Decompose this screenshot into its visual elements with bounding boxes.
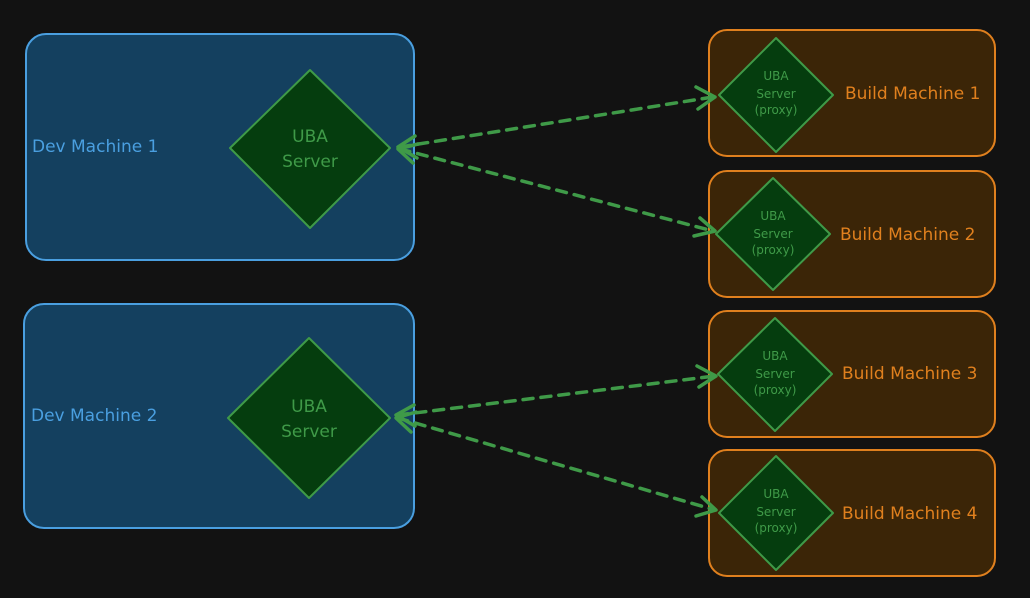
arrowhead-icon [694,85,717,111]
connection-line [396,416,717,512]
proxy-label-line2: Server [753,227,792,241]
uba-server-label-line2: Server [282,152,338,172]
arrowhead-icon [695,364,718,389]
connection-dev1-build1 [396,85,717,160]
dev-machine-1-uba-server: UBA Server [229,69,391,229]
uba-server-label-line1: UBA [291,397,327,417]
proxy-label-line1: UBA [763,487,789,501]
arrowhead-icon [394,403,417,428]
proxy-label-line3: (proxy) [755,103,798,117]
connection-dev1-build2 [396,142,717,238]
arrowhead-icon [692,216,717,238]
build-machine-3-label: Build Machine 3 [842,364,977,384]
uba-proxy-server-diamond [718,455,834,571]
uba-server-label-line1: UBA [292,127,328,147]
arrowhead-icon [396,134,419,160]
dev-machine-1: Dev Machine 1 UBA Server [25,33,415,261]
connection-dev2-build4 [394,410,718,518]
dev-machine-2-label: Dev Machine 2 [31,406,157,426]
proxy-label-line2: Server [755,367,794,381]
build-machine-1-proxy-server: UBA Server (proxy) [718,37,834,153]
connection-line [398,95,715,149]
proxy-label-line3: (proxy) [754,383,797,397]
dev-machine-1-label: Dev Machine 1 [32,137,158,157]
connections [394,85,718,518]
build-machine-2: Build Machine 2 UBA Server (proxy) [708,170,996,298]
proxy-label-line3: (proxy) [752,243,795,257]
proxy-label-line2: Server [756,505,795,519]
arrowhead-icon [394,410,418,434]
uba-server-label-line2: Server [281,422,337,442]
build-machine-1-label: Build Machine 1 [845,84,980,104]
build-machine-4: Build Machine 4 UBA Server (proxy) [708,449,996,577]
build-machine-3: Build Machine 3 UBA Server (proxy) [708,310,996,438]
dev-machine-2-uba-server: UBA Server [227,337,391,499]
proxy-label-line2: Server [756,87,795,101]
build-machine-4-proxy-server: UBA Server (proxy) [718,455,834,571]
uba-proxy-server-diamond [715,177,831,291]
uba-proxy-server-diamond [718,37,834,153]
proxy-label-line1: UBA [763,69,789,83]
arrowhead-icon [694,495,718,518]
build-machine-4-label: Build Machine 4 [842,504,977,524]
proxy-label-line1: UBA [760,209,786,223]
arrowhead-icon [396,142,420,165]
connection-line [398,147,715,233]
connection-line [396,374,717,417]
build-machine-2-proxy-server: UBA Server (proxy) [715,177,831,291]
dev-machine-2: Dev Machine 2 UBA Server [23,303,415,529]
uba-server-diamond [229,69,391,229]
proxy-label-line1: UBA [762,349,788,363]
build-machine-1: Build Machine 1 UBA Server (proxy) [708,29,996,157]
build-machine-2-label: Build Machine 2 [840,225,975,245]
uba-server-diamond [227,337,391,499]
connection-dev2-build3 [394,364,718,428]
build-machine-3-proxy-server: UBA Server (proxy) [717,317,833,432]
uba-proxy-server-diamond [717,317,833,432]
proxy-label-line3: (proxy) [755,521,798,535]
